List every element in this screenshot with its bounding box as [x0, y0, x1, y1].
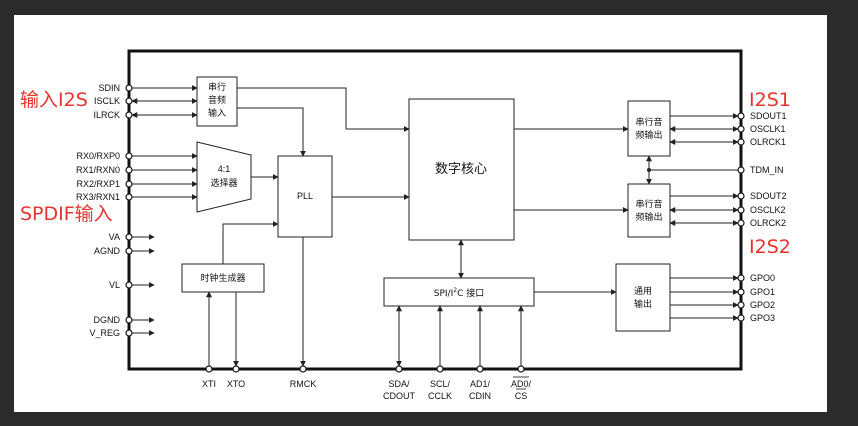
mux-line1: 4:1 [218, 164, 231, 174]
serial-out1-line1: 串行音 [635, 116, 662, 128]
pin-xti: XTI [202, 379, 216, 389]
spi-i2c-interface-block [383, 277, 535, 307]
left-pin-circles [125, 84, 133, 337]
left-pin-labels: SDIN ISCLK ILRCK RX0/RXP0 RX1/RXN0 RX2/R… [76, 83, 121, 338]
gpo-block-line1: 通用 [634, 286, 652, 297]
serial-out2-line1: 串行音 [635, 198, 662, 210]
pin-sdout2: SDOUT2 [750, 191, 787, 201]
pin-isclk: ISCLK [94, 96, 120, 106]
serial-in-line3: 输入 [208, 107, 226, 119]
pin-ilrck: ILRCK [93, 110, 120, 120]
pin-gpo2: GPO2 [750, 300, 775, 310]
annotation-input-spdif: SPDIF输入 [20, 203, 113, 225]
block-diagram: 输入I2S SPDIF输入 I2S1 I2S2 SDIN ISCLK ILRCK… [20, 49, 791, 401]
spi-i2c-label: SPI/I2C 接口 [434, 287, 484, 299]
pin-olrck1: OLRCK1 [750, 137, 786, 147]
pin-sda-line2: CDOUT [383, 391, 415, 401]
diagram-canvas: 输入I2S SPDIF输入 I2S1 I2S2 SDIN ISCLK ILRCK… [14, 15, 827, 412]
pin-rx1: RX1/RXN0 [76, 165, 120, 175]
serial-audio-output1-block [627, 100, 671, 157]
pin-ad1-line2: CDIN [469, 391, 491, 401]
clock-gen-label: 时钟生成器 [200, 272, 245, 284]
pin-xto: XTO [227, 379, 245, 389]
serial-out1-line2: 频输出 [635, 129, 662, 141]
clock-generator-block [181, 263, 265, 293]
annotation-i2s2: I2S2 [749, 236, 791, 258]
pin-va: VA [109, 232, 120, 242]
mux-selector-block [196, 141, 252, 213]
general-output-block [615, 263, 671, 332]
mux-line2: 选择器 [210, 177, 237, 189]
pin-osclk2: OSCLK2 [750, 205, 786, 215]
right-pin-labels: SDOUT1 OSCLK1 OLRCK1 TDM_IN SDOUT2 OSCLK… [750, 111, 787, 323]
pin-sda-line1: SDA/ [388, 379, 410, 389]
pin-tdm-in: TDM_IN [750, 165, 784, 175]
pin-sdout1: SDOUT1 [750, 111, 787, 121]
pin-scl-line2: CCLK [428, 391, 452, 401]
pin-vreg: V_REG [89, 328, 120, 338]
serial-out2-line2: 频输出 [635, 211, 662, 223]
pin-sdin: SDIN [98, 83, 120, 93]
pll-block [277, 155, 333, 238]
digital-core-label: 数字核心 [435, 162, 487, 177]
pin-gpo3: GPO3 [750, 313, 775, 323]
digital-core-block [408, 98, 515, 241]
serial-in-line2: 音频 [208, 94, 226, 106]
gpo-block-line2: 输出 [634, 298, 652, 310]
pin-rx0: RX0/RXP0 [76, 151, 120, 161]
pin-rx3: RX3/RXN1 [76, 192, 120, 202]
pin-ad1-line1: AD1/ [470, 379, 491, 389]
pin-olrck2: OLRCK2 [750, 218, 786, 228]
pin-ad0-line1: AD0/ [511, 379, 532, 389]
pin-gpo0: GPO0 [750, 273, 775, 283]
annotation-i2s1: I2S1 [749, 89, 791, 111]
pin-ad0-line2: CS [515, 391, 528, 401]
serial-in-line1: 串行 [208, 81, 226, 93]
connections [131, 85, 739, 367]
bottom-pin-labels: XTI XTO RMCK SDA/ CDOUT SCL/ CCLK AD1/ C… [202, 379, 532, 401]
pll-label: PLL [297, 191, 313, 201]
pin-dgnd: DGND [94, 315, 121, 325]
pin-scl-line1: SCL/ [430, 379, 451, 389]
serial-audio-output2-block [627, 183, 671, 238]
pin-rx2: RX2/RXP1 [76, 179, 120, 189]
pin-gpo1: GPO1 [750, 287, 775, 297]
pin-vl: VL [109, 280, 120, 290]
pin-osclk1: OSCLK1 [750, 124, 786, 134]
annotation-input-i2s: 输入I2S [20, 89, 88, 111]
pin-agnd: AGND [94, 246, 121, 256]
pin-rmck: RMCK [290, 379, 317, 389]
